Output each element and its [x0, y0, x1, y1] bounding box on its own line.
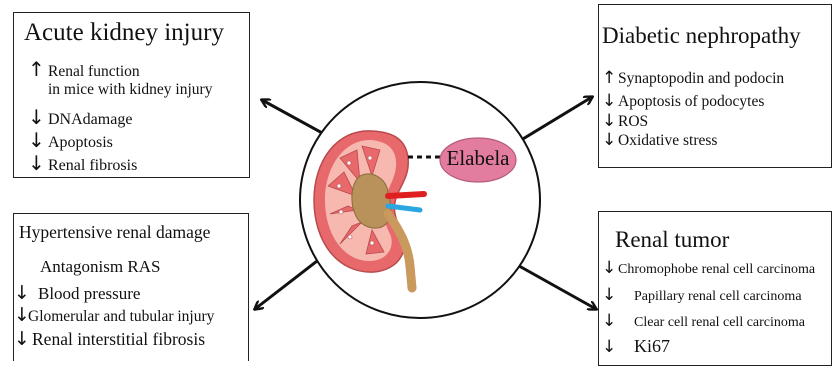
down-arrow-icon: ↓ — [602, 258, 618, 278]
htn-item-text: Glomerular and tubular injury — [28, 308, 214, 326]
tumor-item-4: ↓ Ki67 — [602, 336, 670, 357]
acute-kidney-injury-title: Acute kidney injury — [24, 19, 224, 47]
htn-item-1: Antagonism RAS — [40, 257, 160, 277]
tumor-item-text: Clear cell renal cell carcinoma — [634, 315, 805, 331]
down-arrow-icon: ↓ — [602, 111, 618, 131]
dn-item-text: ROS — [618, 113, 648, 131]
tumor-item-text: Ki67 — [634, 336, 670, 357]
down-arrow-icon: ↓ — [14, 328, 32, 350]
aki-item-text: Apoptosis — [48, 134, 113, 152]
diabetic-nephropathy-title: Diabetic nephropathy — [602, 23, 801, 49]
hypertensive-renal-damage-box: Hypertensive renal damage Antagonism RAS… — [13, 213, 249, 361]
diabetic-nephropathy-box: Diabetic nephropathy ↑ Synaptopodin and … — [598, 4, 832, 168]
tumor-item-3: ↓ Clear cell renal cell carcinoma — [602, 311, 805, 331]
tumor-item-text: Papillary renal cell carcinoma — [634, 289, 802, 305]
elabela-label: Elabela — [440, 146, 516, 171]
aki-item-text: in mice with kidney injury — [48, 81, 212, 99]
htn-item-text: Antagonism RAS — [40, 257, 160, 277]
dn-item-2: ↓ Apoptosis of podocytes — [602, 91, 764, 111]
down-arrow-icon: ↓ — [602, 130, 618, 150]
htn-item-4: ↓ Renal interstitial fibrosis — [14, 328, 205, 350]
tumor-item-1: ↓ Chromophobe renal cell carcinoma — [602, 258, 815, 278]
htn-item-text: Blood pressure — [38, 284, 140, 304]
htn-item-3: ↓ Glomerular and tubular injury — [14, 304, 214, 326]
dn-item-4: ↓ Oxidative stress — [602, 130, 717, 150]
down-arrow-icon: ↓ — [14, 304, 28, 326]
htn-item-text: Renal interstitial fibrosis — [32, 329, 205, 350]
aki-item-5: ↓ Renal fibrosis — [28, 151, 137, 175]
down-arrow-icon: ↓ — [602, 311, 634, 331]
htn-item-2: ↓ Blood pressure — [14, 282, 140, 304]
dn-item-text: Synaptopodin and podocin — [618, 70, 784, 88]
arrow-to-renal-tumor — [512, 262, 596, 309]
aki-item-2: in mice with kidney injury — [28, 81, 212, 99]
dn-item-3: ↓ ROS — [602, 111, 648, 131]
down-arrow-icon: ↓ — [602, 337, 634, 357]
down-arrow-icon: ↓ — [602, 285, 634, 305]
renal-tumor-title: Renal tumor — [615, 227, 729, 253]
aki-item-1: ↑ Renal function — [28, 57, 140, 81]
dn-item-1: ↑ Synaptopodin and podocin — [602, 68, 784, 88]
down-arrow-icon: ↓ — [28, 151, 48, 175]
down-arrow-icon: ↓ — [28, 128, 48, 152]
aki-item-text: Renal function — [48, 63, 140, 81]
tumor-item-text: Chromophobe renal cell carcinoma — [618, 262, 815, 278]
renal-tumor-box: Renal tumor ↓ Chromophobe renal cell car… — [598, 211, 832, 366]
acute-kidney-injury-box: Acute kidney injury ↑ Renal function in … — [13, 12, 250, 178]
hypertensive-renal-damage-title: Hypertensive renal damage — [19, 222, 210, 243]
aki-item-text: DNAdamage — [48, 111, 132, 129]
up-arrow-icon: ↑ — [28, 57, 48, 81]
down-arrow-icon: ↓ — [14, 282, 38, 304]
down-arrow-icon: ↓ — [602, 91, 618, 111]
up-arrow-icon: ↑ — [602, 68, 618, 88]
dn-item-text: Apoptosis of podocytes — [618, 93, 764, 111]
aki-item-text: Renal fibrosis — [48, 157, 137, 175]
aki-item-4: ↓ Apoptosis — [28, 128, 113, 152]
dn-item-text: Oxidative stress — [618, 132, 717, 150]
aki-item-3: ↓ DNAdamage — [28, 105, 132, 129]
tumor-item-2: ↓ Papillary renal cell carcinoma — [602, 285, 802, 305]
down-arrow-icon: ↓ — [28, 105, 48, 129]
